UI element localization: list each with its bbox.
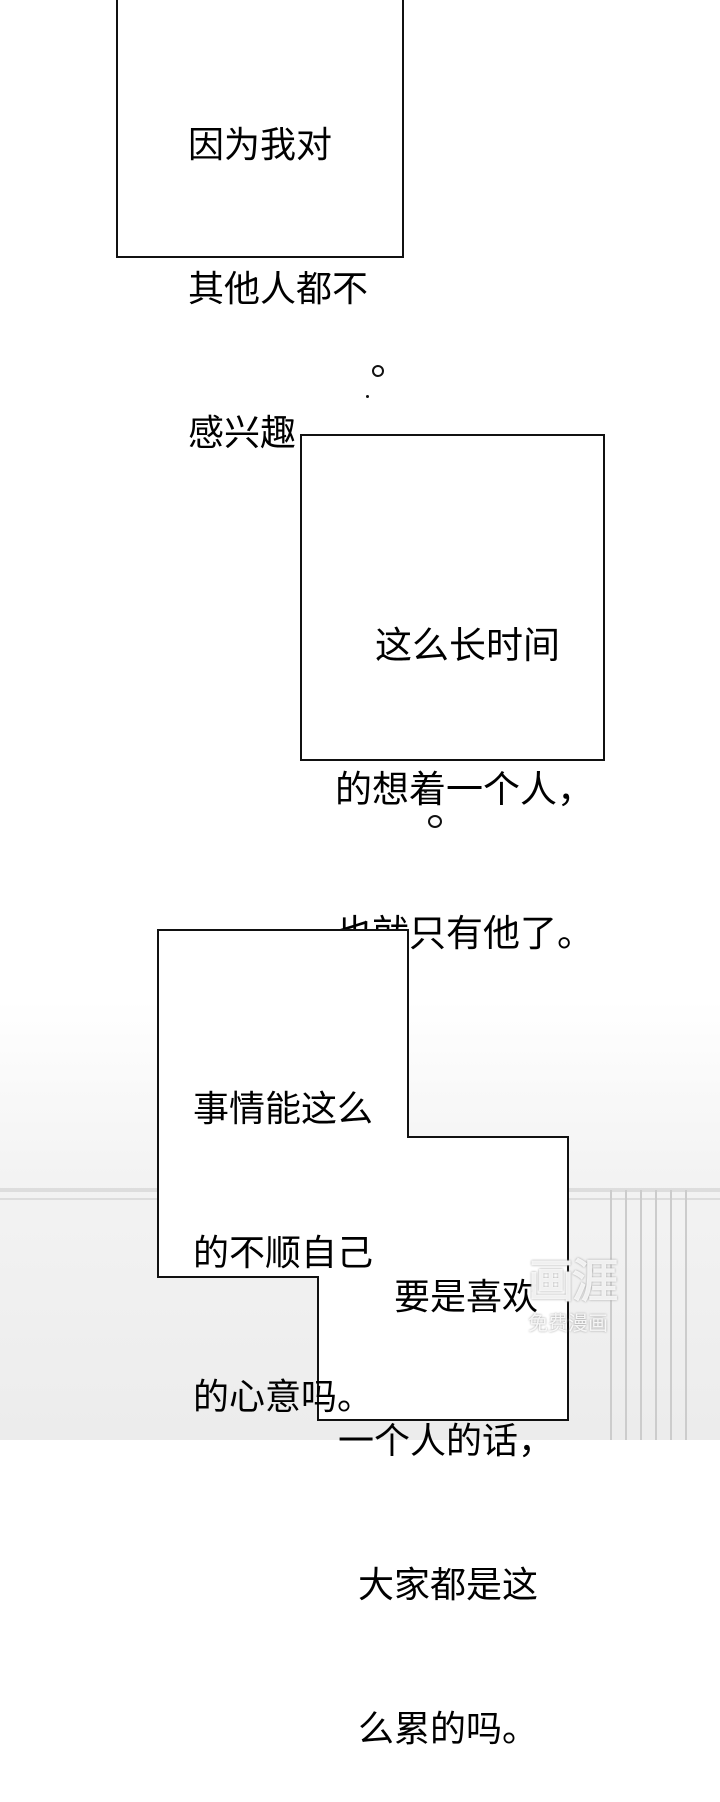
caption-line: 这么长时间 <box>375 624 560 667</box>
caption-line: 的想着一个人， <box>335 768 594 811</box>
caption-line: 的心意吗。 <box>193 1377 374 1418</box>
caption-line: 要是喜欢 <box>393 1277 538 1318</box>
caption-line: 大家都是这 <box>357 1565 538 1606</box>
thought-bubble-dot <box>372 365 384 377</box>
caption-line: 其他人都不 <box>188 269 369 310</box>
caption-text-2: 这么长时间 的想着一个人， 也就只有他了。 <box>335 526 594 1006</box>
caption-line: 因为我对 <box>188 125 333 166</box>
watermark-logo: 画涯 <box>528 1254 618 1308</box>
caption-box-3 <box>157 929 569 1421</box>
caption-line: 么累的吗。 <box>357 1709 538 1750</box>
curtain-strip <box>685 1190 687 1440</box>
curtain-strip <box>640 1190 642 1440</box>
curtain-strip <box>610 1190 612 1440</box>
watermark-caption: 免费漫画 <box>528 1311 608 1335</box>
caption-text-1: 因为我对 其他人都不 感兴趣， <box>188 26 368 506</box>
thought-bubble-dot <box>424 790 427 793</box>
thought-bubble-dot <box>428 815 442 828</box>
caption-box-1 <box>116 0 404 258</box>
caption-text-4: 要是喜欢 一个人的话， 大家都是这 么累的吗。 <box>338 1178 555 1802</box>
thought-bubble-dot <box>366 395 369 398</box>
caption-text-3: 事情能这么 的不顺自己 的心意吗。 <box>193 990 373 1470</box>
caption-line: 的不顺自己 <box>193 1233 374 1274</box>
curtain-strip <box>655 1190 657 1440</box>
caption-line: 事情能这么 <box>193 1089 374 1130</box>
curtain-strip <box>625 1190 627 1440</box>
caption-box-2 <box>300 434 605 761</box>
curtain-strip <box>670 1190 672 1440</box>
caption-line: 一个人的话， <box>338 1421 555 1462</box>
